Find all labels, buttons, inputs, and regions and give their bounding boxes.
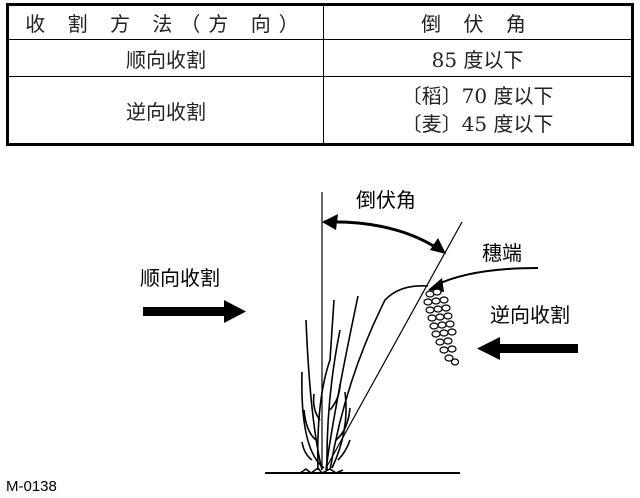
table-header-row: 收 割 方 法（方 向） 倒 伏 角 bbox=[7, 4, 633, 40]
row-method: 逆向收割 bbox=[7, 76, 324, 145]
angle-label: 倒伏角 bbox=[356, 188, 416, 212]
harvest-angle-table: 收 割 方 法（方 向） 倒 伏 角 顺向收割 85 度以下 逆向收割 〔稻〕7… bbox=[6, 3, 634, 146]
row-method: 顺向收割 bbox=[7, 39, 324, 77]
row-angle: 85 度以下 bbox=[323, 39, 633, 77]
angle-arc bbox=[323, 220, 441, 252]
grain-panicle-illustration bbox=[423, 288, 460, 366]
table-row: 顺向收割 85 度以下 bbox=[7, 39, 633, 77]
angle-rice: 〔稻〕70 度以下 bbox=[401, 84, 554, 108]
reverse-harvest-arrow bbox=[477, 337, 578, 360]
rice-plant-illustration bbox=[301, 284, 429, 471]
soil-tuft bbox=[299, 466, 344, 474]
reverse-harvest-label: 逆向收割 bbox=[490, 303, 570, 327]
figure-code: M-0138 bbox=[6, 478, 57, 495]
arc-arrowhead-right bbox=[430, 238, 446, 254]
inclined-stalk-line bbox=[325, 221, 463, 469]
forward-harvest-label: 顺向收割 bbox=[140, 266, 220, 290]
row-angle: 〔稻〕70 度以下 〔麦〕45 度以下 bbox=[323, 76, 633, 145]
header-angle: 倒 伏 角 bbox=[323, 4, 633, 40]
tip-pointer-head bbox=[428, 278, 444, 292]
tip-label: 穗端 bbox=[482, 241, 522, 265]
angle-wheat: 〔麦〕45 度以下 bbox=[401, 112, 554, 136]
arc-arrowhead-left bbox=[322, 214, 338, 230]
forward-harvest-arrow bbox=[143, 300, 246, 323]
table-row: 逆向收割 〔稻〕70 度以下 〔麦〕45 度以下 bbox=[7, 76, 633, 145]
tip-pointer bbox=[433, 267, 539, 287]
